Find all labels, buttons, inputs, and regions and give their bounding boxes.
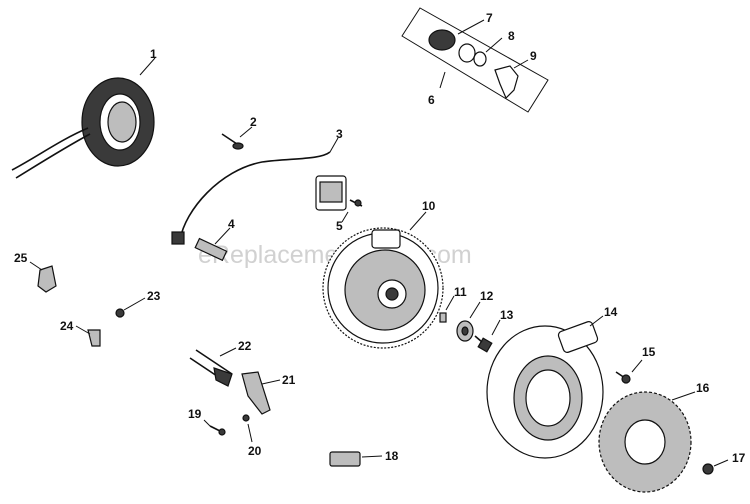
callout-22: 22 [238, 339, 252, 353]
part-15-screw [615, 359, 643, 384]
part-3-ignition-module [171, 137, 347, 245]
part-24-bracket [75, 325, 101, 347]
callout-11: 11 [454, 285, 467, 299]
callout-25: 25 [14, 251, 28, 265]
callout-13: 13 [500, 308, 514, 322]
callout-17: 17 [732, 451, 746, 465]
part-11-key [439, 295, 455, 323]
callout-9: 9 [530, 49, 537, 63]
part-1-stator [11, 57, 156, 179]
callout-2: 2 [250, 115, 257, 129]
part-13-bolt [474, 319, 501, 353]
part-10-flywheel [322, 211, 444, 349]
part-22-linkage [189, 347, 237, 387]
part-20-washer [242, 414, 253, 443]
callout-21: 21 [282, 373, 296, 387]
part-4-spark-plug [194, 227, 231, 262]
callout-5: 5 [336, 219, 343, 233]
part-17-nut [702, 459, 729, 475]
callout-18: 18 [385, 449, 399, 463]
callout-7: 7 [486, 11, 493, 25]
part-19-screw [203, 419, 226, 436]
callout-8: 8 [508, 29, 515, 43]
part-23-nut [115, 297, 146, 318]
callout-4: 4 [228, 217, 235, 231]
callout-1: 1 [150, 47, 157, 61]
callout-3: 3 [336, 127, 343, 141]
callout-23: 23 [147, 289, 161, 303]
part-18-clip [329, 451, 383, 467]
callout-20: 20 [248, 444, 262, 458]
callout-10: 10 [422, 199, 436, 213]
part-12-washer [456, 301, 481, 342]
part-25-clip [29, 261, 57, 293]
callout-6: 6 [428, 93, 435, 107]
callout-14: 14 [604, 305, 618, 319]
part-6-key-switch-assembly [401, 7, 549, 113]
callout-24: 24 [60, 319, 74, 333]
part-5-screw [341, 199, 363, 223]
part-7-switch [428, 19, 485, 51]
callout-15: 15 [642, 345, 656, 359]
part-21-bracket [241, 371, 281, 415]
part-8-nut [458, 37, 503, 67]
part-14-fan [486, 315, 604, 459]
part-2-screw [221, 126, 253, 150]
callout-19: 19 [188, 407, 202, 421]
part-9-key [494, 59, 529, 100]
callout-12: 12 [480, 289, 494, 303]
callout-16: 16 [696, 381, 710, 395]
part-16-grass-screen [598, 391, 696, 493]
